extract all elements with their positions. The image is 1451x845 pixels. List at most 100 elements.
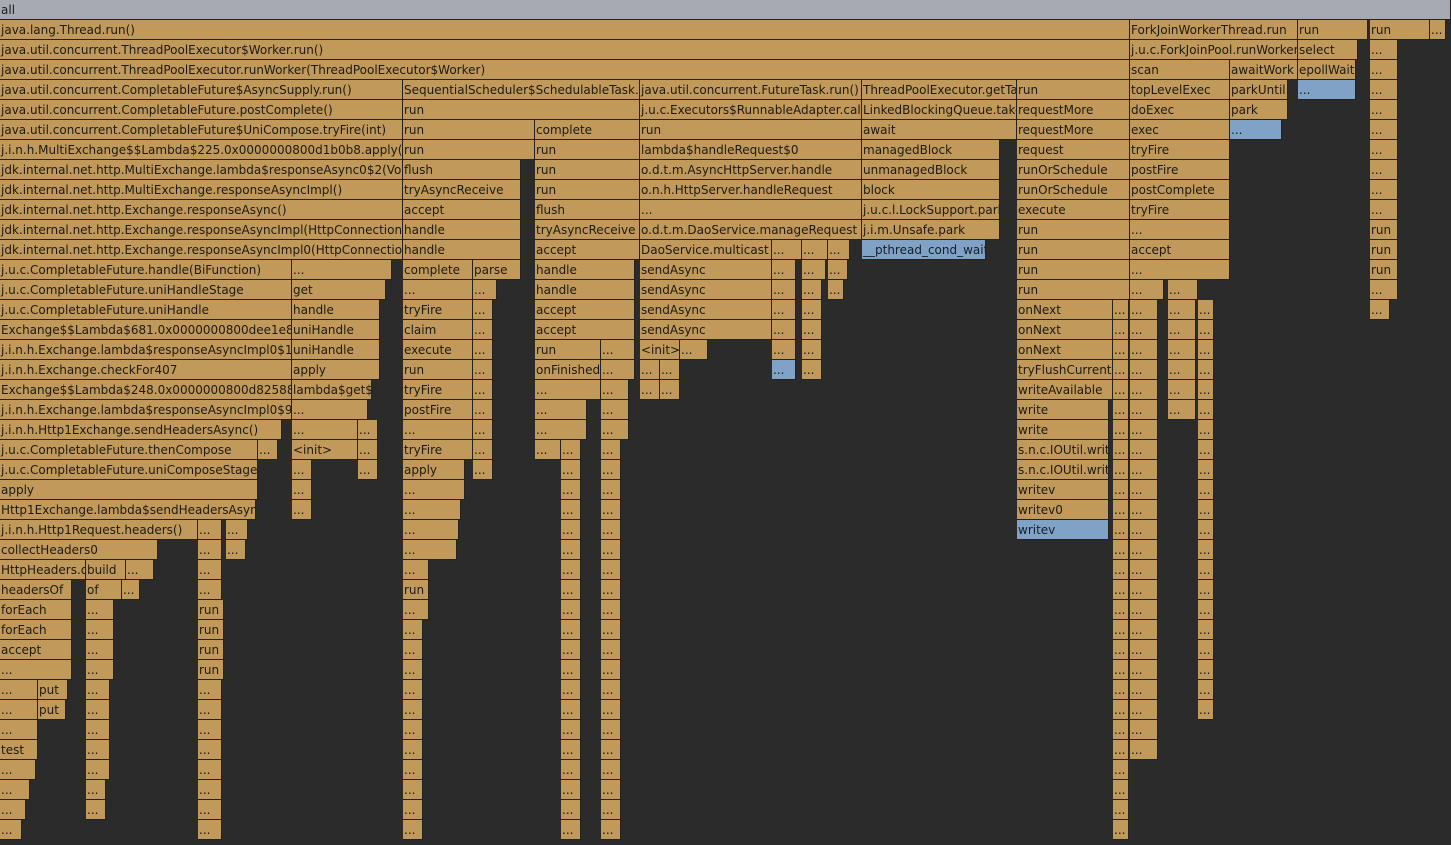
flame-frame[interactable]: ... — [198, 720, 222, 740]
flame-frame[interactable]: ... — [473, 320, 493, 340]
flame-frame[interactable]: o.d.t.m.DaoService.manageRequest — [640, 220, 862, 240]
flame-frame[interactable]: request — [1017, 140, 1130, 160]
flame-frame[interactable]: ... — [1130, 540, 1158, 560]
flame-frame[interactable]: j.i.m.Unsafe.park — [862, 220, 1000, 240]
flame-frame[interactable]: java.lang.Thread.run() — [0, 20, 1130, 40]
flame-frame[interactable]: ... — [561, 640, 581, 660]
flame-frame[interactable]: accept — [535, 320, 635, 340]
flame-frame[interactable]: ... — [1198, 640, 1214, 660]
flame-frame[interactable]: complete — [535, 120, 640, 140]
flame-frame[interactable]: ... — [403, 760, 423, 780]
flame-frame[interactable]: lambda$get$0 — [292, 380, 372, 400]
flame-frame[interactable]: run — [1017, 220, 1130, 240]
flame-frame[interactable]: ... — [1130, 460, 1158, 480]
flame-frame[interactable]: onNext — [1017, 340, 1113, 360]
flame-frame[interactable]: ... — [1198, 460, 1214, 480]
flame-frame[interactable]: handle — [535, 280, 635, 300]
flame-frame[interactable]: ... — [292, 500, 312, 520]
flame-frame[interactable]: writev — [1017, 520, 1109, 540]
flame-frame[interactable]: onFinished — [535, 360, 601, 380]
flame-frame[interactable]: ... — [802, 240, 828, 260]
flame-frame[interactable]: LinkedBlockingQueue.take — [862, 100, 1017, 120]
flame-frame[interactable]: ... — [403, 600, 429, 620]
flame-frame[interactable]: of — [86, 580, 122, 600]
flame-frame[interactable]: ... — [1113, 720, 1129, 740]
flame-frame[interactable]: run — [198, 600, 224, 620]
flame-frame[interactable]: accept — [1130, 240, 1230, 260]
flame-frame[interactable]: ... — [601, 440, 621, 460]
flame-frame[interactable]: ... — [1113, 460, 1129, 480]
flame-frame[interactable]: ... — [473, 460, 493, 480]
flame-frame[interactable]: ForkJoinWorkerThread.run — [1130, 20, 1298, 40]
flame-frame[interactable]: DaoService.multicast — [640, 240, 772, 260]
flame-frame[interactable]: ... — [1130, 600, 1158, 620]
flame-frame[interactable]: ... — [292, 480, 312, 500]
flame-frame[interactable]: ... — [86, 620, 114, 640]
flame-frame[interactable]: ... — [403, 480, 465, 500]
flame-frame[interactable]: ... — [601, 580, 621, 600]
flame-frame[interactable]: tryFire — [403, 300, 473, 320]
flame-frame[interactable]: ... — [561, 520, 581, 540]
flame-frame[interactable]: ... — [828, 260, 848, 280]
flame-frame[interactable]: ... — [802, 260, 826, 280]
flame-frame[interactable]: ... — [403, 780, 423, 800]
flame-frame[interactable]: o.n.h.HttpServer.handleRequest — [640, 180, 862, 200]
flame-frame[interactable]: run — [403, 100, 640, 120]
flame-frame[interactable]: ... — [772, 260, 796, 280]
flame-frame[interactable]: j.i.n.h.Exchange.lambda$responseAsyncImp… — [0, 400, 292, 420]
flame-frame[interactable]: run — [535, 140, 640, 160]
flame-frame[interactable]: jdk.internal.net.http.MultiExchange.resp… — [0, 180, 403, 200]
flame-frame[interactable]: ... — [772, 360, 796, 380]
flame-frame[interactable]: ... — [358, 440, 378, 460]
flame-frame[interactable]: j.i.n.h.Http1Request.headers() — [0, 520, 198, 540]
flame-frame[interactable]: ... — [1198, 540, 1214, 560]
flame-frame[interactable]: awaitWork — [1230, 60, 1298, 80]
flame-frame[interactable]: ... — [86, 740, 110, 760]
flame-frame[interactable]: ... — [561, 480, 581, 500]
flame-frame[interactable]: ... — [0, 680, 38, 700]
flame-frame[interactable]: ... — [1130, 520, 1158, 540]
flame-frame[interactable]: ... — [828, 280, 844, 300]
flame-frame[interactable]: ... — [1298, 80, 1356, 100]
flame-frame[interactable]: ... — [86, 700, 110, 720]
flame-frame[interactable]: ... — [561, 700, 581, 720]
flame-frame[interactable]: ... — [1113, 820, 1129, 840]
flame-frame[interactable]: ... — [1198, 400, 1214, 420]
flame-frame[interactable]: run — [403, 140, 535, 160]
flame-frame[interactable]: ... — [640, 380, 660, 400]
flame-frame[interactable]: run — [198, 620, 224, 640]
flame-frame[interactable]: tryFire — [403, 440, 473, 460]
flame-frame[interactable]: ... — [828, 240, 850, 260]
flame-frame[interactable]: j.i.n.h.Http1Exchange.sendHeadersAsync() — [0, 420, 282, 440]
flame-frame[interactable]: ... — [258, 440, 278, 460]
flame-frame[interactable]: ... — [1113, 740, 1129, 760]
flame-frame[interactable]: run — [1298, 20, 1368, 40]
flame-frame[interactable]: ... — [1113, 520, 1129, 540]
flame-frame[interactable]: ... — [601, 640, 621, 660]
flame-frame[interactable]: ... — [1113, 440, 1129, 460]
flame-frame[interactable]: ... — [403, 280, 473, 300]
flame-frame[interactable]: Exchange$$Lambda$681.0x0000000800dee1e8.… — [0, 320, 292, 340]
flame-frame[interactable]: epollWait — [1298, 60, 1356, 80]
flame-frame[interactable]: build — [86, 560, 126, 580]
flame-frame[interactable]: ... — [1113, 320, 1129, 340]
flame-frame[interactable]: ... — [403, 540, 457, 560]
flame-frame[interactable]: ... — [561, 660, 581, 680]
flame-frame[interactable]: ... — [1113, 340, 1129, 360]
flame-frame[interactable]: ... — [1130, 360, 1158, 380]
flame-frame[interactable]: handle — [292, 300, 380, 320]
flame-frame[interactable]: ... — [1113, 480, 1129, 500]
flame-frame[interactable]: jdk.internal.net.http.MultiExchange.lamb… — [0, 160, 403, 180]
flame-frame[interactable]: ... — [1113, 760, 1129, 780]
flame-frame[interactable]: ... — [1113, 500, 1129, 520]
flame-frame[interactable]: run — [535, 160, 640, 180]
flame-frame[interactable]: ... — [292, 400, 368, 420]
flame-frame[interactable]: ... — [1113, 700, 1129, 720]
flame-frame[interactable]: ... — [601, 460, 621, 480]
flame-frame[interactable]: forEach — [0, 600, 72, 620]
flame-frame[interactable]: ... — [86, 640, 114, 660]
flame-frame[interactable]: j.u.c.CompletableFuture.uniHandle — [0, 300, 292, 320]
flame-frame[interactable]: ... — [198, 780, 222, 800]
flame-frame[interactable]: ... — [403, 820, 423, 840]
flame-frame[interactable]: requestMore — [1017, 120, 1130, 140]
